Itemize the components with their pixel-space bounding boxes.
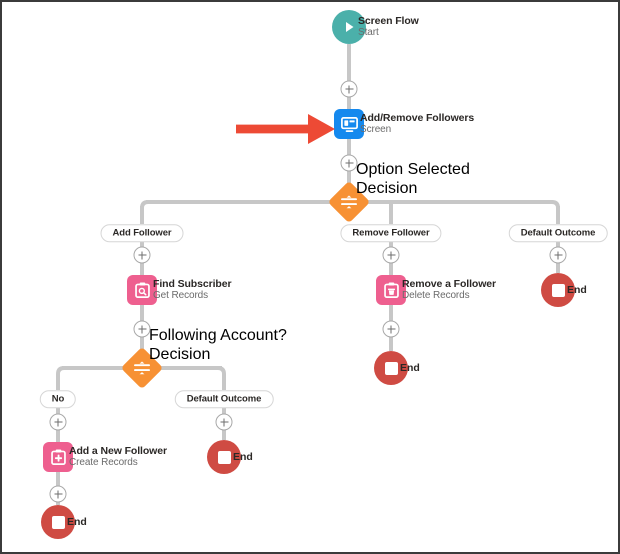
flow-node-start[interactable]: Screen Flow Start — [332, 10, 419, 44]
node-title: Following Account? — [149, 327, 287, 344]
node-subtitle: Get Records — [153, 290, 209, 302]
flow-node-end-label: End — [233, 451, 253, 463]
node-subtitle: Decision — [149, 345, 211, 363]
node-title: Option Selected — [356, 161, 470, 178]
node-title: Remove a Follower — [402, 277, 496, 290]
decision-diamond-icon — [120, 346, 164, 390]
node-subtitle: Screen — [360, 124, 392, 136]
flow-node-start-label: Screen Flow Start — [358, 15, 419, 39]
decision-diamond-icon — [327, 180, 371, 224]
end-stop-icon — [541, 273, 575, 307]
add-element-button[interactable] — [382, 320, 400, 338]
branch-label-option-default-outcome[interactable]: Default Outcome — [508, 224, 608, 242]
flow-node-remove-a-follower-label: Remove a Follower Delete Records — [402, 278, 496, 302]
add-element-button[interactable] — [49, 485, 67, 503]
flow-node-remove-a-follower[interactable]: Remove a Follower Delete Records — [376, 275, 496, 305]
red-arrow-annotation-icon — [236, 114, 335, 144]
add-element-button[interactable] — [549, 246, 567, 264]
add-element-button[interactable] — [340, 80, 358, 98]
branch-label-no[interactable]: No — [39, 390, 77, 408]
create-records-icon — [43, 442, 73, 472]
node-subtitle: Decision — [356, 179, 418, 197]
branch-label-remove-follower[interactable]: Remove Follower — [340, 224, 442, 242]
node-title: Add/Remove Followers — [360, 111, 475, 124]
flow-node-decision-following-account-label: Following Account? Decision — [149, 327, 287, 365]
screen-monitor-icon — [334, 109, 364, 139]
add-element-button[interactable] — [215, 413, 233, 431]
flow-node-decision-option-selected[interactable]: Option Selected Decision — [327, 161, 470, 224]
node-subtitle: Create Records — [69, 457, 138, 469]
flow-node-decision-option-selected-label: Option Selected Decision — [356, 161, 470, 199]
branch-label-following-default-outcome[interactable]: Default Outcome — [174, 390, 274, 408]
add-element-button[interactable] — [340, 154, 358, 172]
flow-node-end-add-new-follower[interactable]: End — [41, 505, 87, 539]
flow-node-end-option-default[interactable]: End — [541, 273, 587, 307]
end-stop-icon — [41, 505, 75, 539]
flow-node-add-new-follower-label: Add a New Follower Create Records — [69, 445, 167, 469]
branch-label-add-follower[interactable]: Add Follower — [100, 224, 184, 242]
flow-node-add-new-follower[interactable]: Add a New Follower Create Records — [43, 442, 167, 472]
node-title: Add a New Follower — [69, 444, 167, 457]
flow-node-end-label: End — [400, 362, 420, 374]
end-stop-icon — [207, 440, 241, 474]
flow-node-decision-following-account[interactable]: Following Account? Decision — [120, 327, 287, 390]
end-stop-icon — [374, 351, 408, 385]
play-icon — [332, 10, 366, 44]
flow-node-screen[interactable]: Add/Remove Followers Screen — [334, 109, 474, 139]
node-title: Screen Flow — [358, 14, 419, 27]
add-element-button[interactable] — [382, 246, 400, 264]
flow-node-find-subscriber-label: Find Subscriber Get Records — [153, 277, 232, 302]
node-subtitle: Start — [358, 27, 379, 39]
flow-node-end-label: End — [67, 516, 87, 528]
flow-node-find-subscriber[interactable]: Find Subscriber Get Records — [127, 275, 232, 305]
delete-records-icon — [376, 275, 406, 305]
node-title: Find Subscriber — [153, 277, 232, 290]
node-subtitle: Delete Records — [402, 290, 470, 302]
add-element-button[interactable] — [133, 246, 151, 264]
flow-node-end-label: End — [567, 284, 587, 296]
get-records-icon — [127, 275, 157, 305]
add-element-button[interactable] — [133, 320, 151, 338]
flow-node-end-remove-follower[interactable]: End — [374, 351, 420, 385]
flow-node-end-following-default[interactable]: End — [207, 440, 253, 474]
flow-node-screen-label: Add/Remove Followers Screen — [360, 112, 474, 136]
add-element-button[interactable] — [49, 413, 67, 431]
